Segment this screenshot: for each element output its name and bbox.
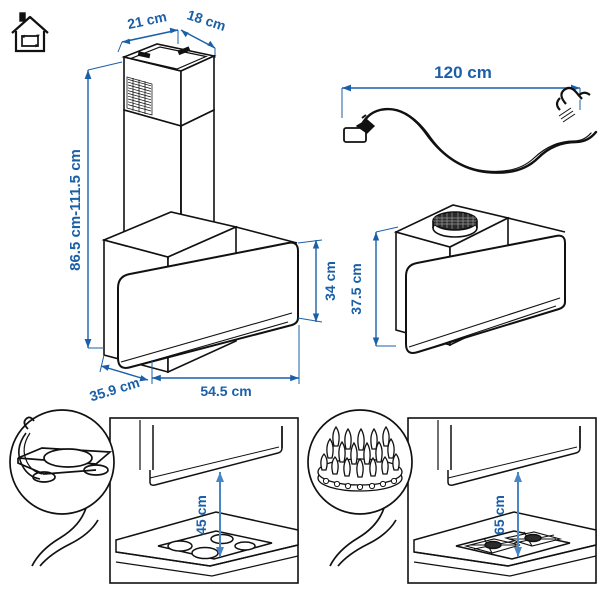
- mounting-height-label: 86.5 cm-111.5 cm: [67, 149, 84, 271]
- gas-hob-distance-label: 65 cm: [491, 495, 507, 535]
- gas-hob-distance-dimension: [514, 472, 522, 557]
- body-width-label: 54.5 cm: [200, 383, 251, 399]
- electric-hob-distance-dimension: [216, 472, 224, 557]
- cable-length-dimension: [341, 84, 581, 118]
- chimney-grille: [126, 76, 153, 116]
- electric-hob-distance-label: 45 cm: [193, 495, 209, 535]
- hood-with-chimney-front-view: [101, 43, 299, 374]
- cable-length-label: 120 cm: [434, 63, 492, 82]
- hood-ducted-view: [393, 204, 566, 354]
- gas-hob-clearance-panel: 65 cm: [307, 409, 597, 584]
- side-view-height-label: 37.5 cm: [348, 263, 364, 314]
- body-depth-dimension: [99, 354, 149, 382]
- gas-burner-flames-icon: [317, 425, 403, 492]
- appliance-connector-icon: [343, 114, 376, 143]
- power-cable-view: [343, 86, 598, 174]
- body-height-label: 34 cm: [322, 261, 338, 301]
- body-height-dimension: [297, 239, 323, 323]
- mounting-height-dimension: [84, 61, 123, 349]
- round-duct-outlet-icon: [432, 211, 478, 238]
- electric-hob-callout: [9, 409, 115, 567]
- power-plug-icon: [555, 86, 591, 123]
- recirculation-house-icon: [11, 12, 49, 53]
- electric-hob-clearance-panel: 45 cm: [9, 409, 299, 584]
- side-view-height-dimension: [372, 226, 399, 347]
- body-width-dimension: [151, 325, 300, 384]
- chimney-width-dimension: [117, 27, 179, 53]
- gas-hob-callout: [307, 409, 413, 567]
